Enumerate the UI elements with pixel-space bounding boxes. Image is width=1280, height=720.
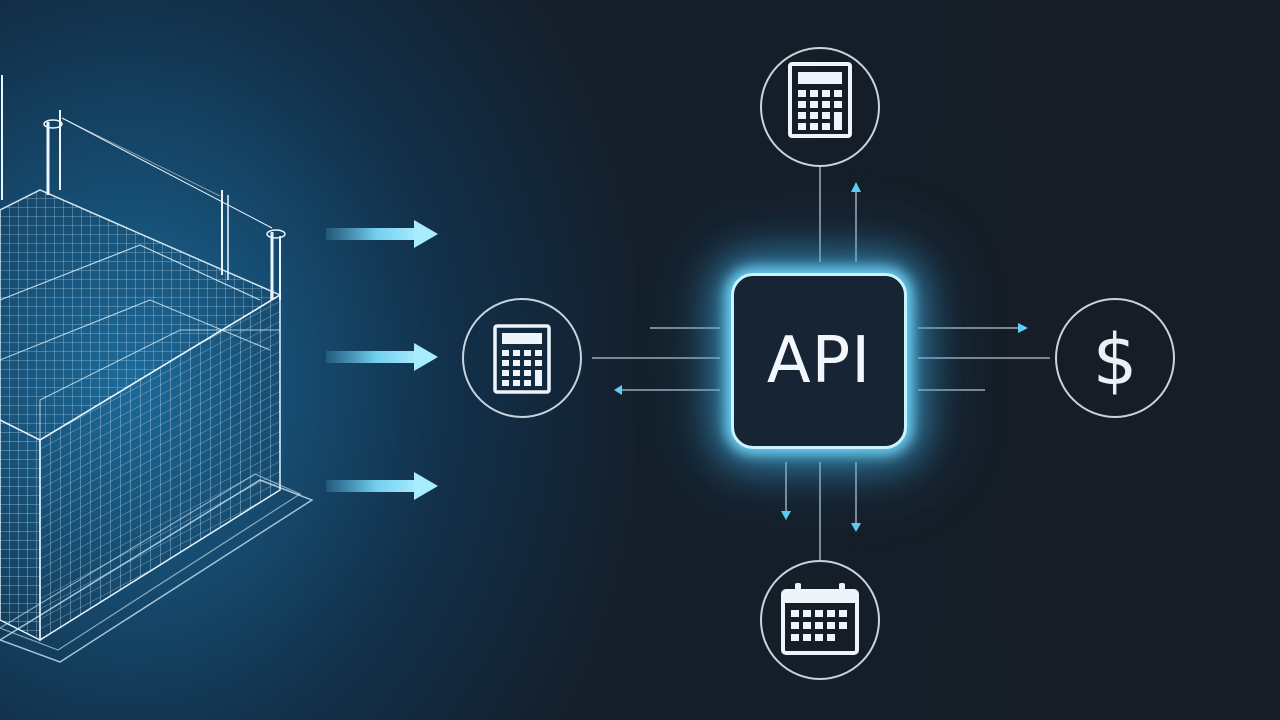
node-right (1055, 298, 1175, 418)
arrow-bottom (326, 472, 438, 500)
dollar-icon: $ (1092, 319, 1138, 401)
calculator-icon (493, 324, 551, 394)
arrow-middle (326, 343, 438, 371)
calculator-icon (788, 62, 852, 138)
node-left (462, 298, 582, 418)
wireframe-building-icon (0, 75, 314, 663)
arrow-top (326, 220, 438, 248)
connector-lines (592, 165, 1050, 560)
node-top (760, 47, 880, 167)
connector-arrowheads (614, 182, 1028, 532)
calendar-icon (781, 583, 859, 655)
node-bottom (760, 560, 880, 680)
dollar-node: $ (1057, 300, 1173, 416)
api-box: API (731, 273, 907, 449)
api-label: API (766, 324, 872, 398)
input-arrows (326, 220, 438, 500)
